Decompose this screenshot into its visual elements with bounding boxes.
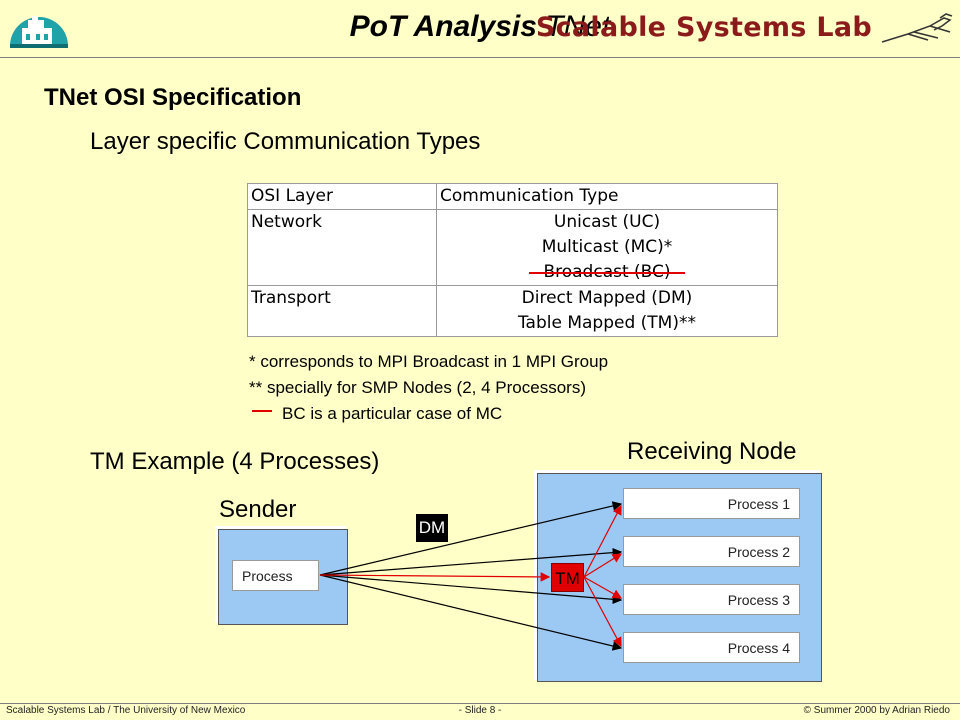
- table-row: Transport Direct Mapped (DM) Table Mappe…: [247, 285, 778, 337]
- roadrunner-logo-icon: [881, 13, 953, 43]
- transport-types: Direct Mapped (DM) Table Mapped (TM)**: [436, 285, 778, 337]
- header-communication-type: Communication Type: [436, 183, 778, 210]
- tm-badge: TM: [551, 563, 584, 592]
- footer-slide-number: - Slide 8 -: [458, 705, 502, 716]
- receiver-process-1: Process 1: [623, 488, 800, 519]
- type-unicast: Unicast (UC): [553, 212, 661, 232]
- layers-subtitle: Layer specific Communication Types: [90, 128, 481, 155]
- osi-table: OSI Layer Communication Type Network Uni…: [247, 183, 778, 337]
- footer-copyright: © Summer 2000 by Adrian Riedo: [803, 705, 950, 716]
- sender-process: Process: [232, 560, 319, 591]
- dm-arrow-process-1: [319, 501, 623, 576]
- receiver-process-2: Process 2: [623, 536, 800, 567]
- header-osi-layer: OSI Layer: [247, 183, 437, 210]
- type-multicast: Multicast (MC)*: [541, 237, 673, 257]
- title-bold: PoT Analysis: [349, 10, 537, 43]
- tm-arrow-process-3: [583, 576, 623, 599]
- dm-arrow-process-3: [319, 574, 623, 605]
- red-strike-legend-icon: [252, 410, 272, 412]
- type-direct-mapped: Direct Mapped (DM): [521, 288, 693, 308]
- unm-building-logo-icon: [10, 16, 68, 48]
- dm-arrow-process-4: [319, 574, 623, 651]
- dm-badge: DM: [416, 514, 448, 542]
- tm-arrow-process-2: [583, 553, 623, 578]
- footer-divider: [0, 703, 960, 704]
- tm-arrow-process-4: [583, 576, 622, 648]
- section-title: TNet OSI Specification: [44, 84, 302, 111]
- type-broadcast-struck: Broadcast (BC): [529, 260, 685, 285]
- note-smp-nodes: ** specially for SMP Nodes (2, 4 Process…: [249, 378, 586, 397]
- layer-transport: Transport: [247, 285, 437, 337]
- sender-label: Sender: [219, 496, 297, 523]
- dm-arrow-process-2: [319, 547, 623, 576]
- title-rest: TNet: [536, 10, 611, 43]
- receiver-process-4: Process 4: [623, 632, 800, 663]
- receiver-process-3: Process 3: [623, 584, 800, 615]
- slide-title: PoT Analysis TNet: [0, 10, 960, 44]
- tm-arrow-process-1: [583, 504, 622, 578]
- tm-example-subtitle: TM Example (4 Processes): [90, 448, 380, 475]
- footer-left: Scalable Systems Lab / The University of…: [6, 705, 246, 716]
- receiving-node-label: Receiving Node: [627, 438, 797, 465]
- header-divider: [0, 57, 960, 58]
- tm-arrow-to-router: [319, 572, 551, 582]
- note-mpi-broadcast: * corresponds to MPI Broadcast in 1 MPI …: [249, 352, 609, 371]
- note-bc-case: BC is a particular case of MC: [282, 404, 503, 423]
- type-table-mapped: Table Mapped (TM)**: [517, 313, 696, 333]
- lab-logo-text: Scalable Systems Lab: [535, 12, 872, 43]
- table-header-row: OSI Layer Communication Type: [247, 183, 778, 210]
